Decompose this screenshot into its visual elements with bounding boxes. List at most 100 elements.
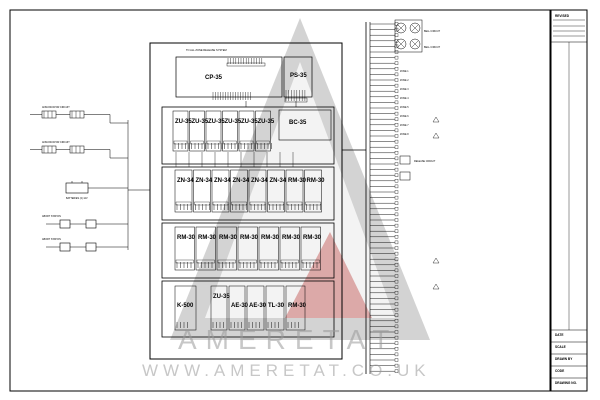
module-label: ZU-35 bbox=[213, 294, 230, 300]
drawn-by-label: DRAWN BY bbox=[555, 357, 573, 361]
bc-board bbox=[278, 109, 332, 141]
module-label: ZU-35 bbox=[225, 119, 242, 125]
zone-label: ZONE 1 bbox=[400, 70, 409, 73]
module-label: RM-30 bbox=[240, 235, 259, 241]
row2-frame bbox=[161, 166, 335, 221]
left-device-label: ANNUNCIATOR CIRCUIT bbox=[42, 141, 70, 144]
revised-label: REVISED bbox=[555, 14, 570, 18]
module-label: RM-30 bbox=[288, 178, 307, 184]
watermark-logo bbox=[170, 18, 430, 340]
module-label: ZN-34 bbox=[270, 178, 287, 184]
module-label: RM-30 bbox=[198, 235, 217, 241]
module-row1-0: ZU-35 bbox=[172, 110, 192, 152]
left-field-devices: ANNUNCIATOR CIRCUIT ANNUNCIATOR CIRCUIT BA… bbox=[30, 106, 150, 252]
ps-board bbox=[283, 56, 313, 98]
top-note: TO ALL ZONE RELEASE SYSTEM bbox=[186, 48, 227, 52]
module-row4-3: AE-30 bbox=[246, 285, 267, 331]
title-block: REVISED DATE SCALE DRAWN BY CODE DRAWING… bbox=[551, 14, 587, 385]
module-label: ZN-34 bbox=[177, 178, 194, 184]
module-label: ZU-35 bbox=[175, 119, 192, 125]
module-row3-1: RM-30 bbox=[195, 226, 217, 271]
cp-board bbox=[175, 56, 283, 98]
module-label: RM-30 bbox=[303, 235, 322, 241]
left-device-label: ABORT STATION bbox=[42, 215, 61, 218]
left-device-3: ABORT STATION bbox=[42, 215, 128, 229]
right-field-devices: BELL CIRCUIT BELL CIRCUIT ZONE 1 ZONE 2 ZONE… bbox=[342, 19, 441, 374]
left-device-1: ANNUNCIATOR CIRCUIT bbox=[30, 141, 128, 159]
module-row3-6: RM-30 bbox=[300, 226, 322, 271]
module-row3-3: RM-30 bbox=[237, 226, 259, 271]
left-device-0: ANNUNCIATOR CIRCUIT bbox=[30, 106, 128, 124]
zone-label: ZONE 2 bbox=[400, 79, 409, 82]
module-row1-5: ZU-35 bbox=[255, 110, 275, 152]
module-row3-5: RM-30 bbox=[279, 226, 301, 271]
module-row2-1: ZN-34 bbox=[193, 169, 213, 213]
module-row2-2: ZN-34 bbox=[211, 169, 231, 213]
bc-module-label: BC-35 bbox=[289, 120, 307, 126]
row4-frame bbox=[161, 280, 335, 338]
module-row2-0: ZN-34 bbox=[174, 169, 194, 213]
left-device-2: BATTERIES (2) 12V bbox=[65, 181, 128, 200]
zone-label: ZONE 3 bbox=[400, 88, 409, 91]
bell-label: BELL CIRCUIT bbox=[424, 46, 441, 49]
module-row3-0: RM-30 bbox=[174, 226, 196, 271]
module-label: ZN-34 bbox=[214, 178, 231, 184]
cp-module-label: CP-35 bbox=[205, 75, 223, 81]
module-label: ZN-34 bbox=[251, 178, 268, 184]
module-row1-1: ZU-35 bbox=[189, 110, 209, 152]
module-label: AE-30 bbox=[231, 303, 249, 309]
module-label: ZU-35 bbox=[241, 119, 258, 125]
module-row3-4: RM-30 bbox=[258, 226, 280, 271]
ps-module-label: PS-35 bbox=[290, 73, 307, 79]
module-label: RM-30 bbox=[288, 303, 307, 309]
module-row1-4: ZU-35 bbox=[238, 110, 258, 152]
title-block-border bbox=[550, 9, 588, 392]
code-label: CODE bbox=[555, 369, 564, 373]
sheet-border bbox=[9, 9, 551, 392]
zone-label: ZONE 5 bbox=[400, 106, 409, 109]
module-label: ZN-34 bbox=[233, 178, 250, 184]
module-label: RM-30 bbox=[307, 178, 326, 184]
module-label: RM-30 bbox=[177, 235, 196, 241]
left-device-label: ABORT STATION bbox=[42, 238, 61, 241]
bell-label: BELL CIRCUIT bbox=[424, 30, 441, 33]
module-row4-0: K-500 bbox=[174, 285, 197, 331]
module-label: ZU-35 bbox=[192, 119, 209, 125]
module-row2-6: RM-30 bbox=[285, 169, 307, 213]
module-label: RM-30 bbox=[261, 235, 280, 241]
drawing-no-label: DRAWING NO. bbox=[555, 381, 577, 385]
module-row2-5: ZN-34 bbox=[267, 169, 287, 213]
module-label: RM-30 bbox=[219, 235, 238, 241]
zone-label: ZONE 8 bbox=[400, 133, 409, 136]
module-label: ZU-35 bbox=[208, 119, 225, 125]
module-row1-2: ZU-35 bbox=[205, 110, 225, 152]
scale-label: SCALE bbox=[555, 345, 566, 349]
zone-label: ZONE 6 bbox=[400, 115, 409, 118]
module-row4-1: ZU-35 bbox=[210, 285, 230, 331]
module-label: ZN-34 bbox=[196, 178, 213, 184]
left-device-label: BATTERIES (2) 12V bbox=[66, 197, 88, 200]
module-label: ZU-35 bbox=[258, 119, 275, 125]
module-row4-5: RM-30 bbox=[285, 285, 307, 331]
module-row3-2: RM-30 bbox=[216, 226, 238, 271]
row3-frame bbox=[161, 222, 335, 279]
module-label: TL-30 bbox=[268, 303, 285, 309]
watermark-name: AMERETAT bbox=[178, 324, 398, 355]
left-device-label: ANNUNCIATOR CIRCUIT bbox=[42, 106, 70, 109]
zone-label: ZONE 4 bbox=[400, 97, 409, 100]
module-row2-4: ZN-34 bbox=[248, 169, 268, 213]
module-row1-3: ZU-35 bbox=[222, 110, 242, 152]
left-device-4: ABORT STATION bbox=[42, 238, 128, 252]
module-label: RM-30 bbox=[282, 235, 301, 241]
release-label: RELEASE CIRCUIT bbox=[414, 160, 436, 163]
zone-label: ZONE 7 bbox=[400, 124, 409, 127]
module-row2-7: RM-30 bbox=[304, 169, 326, 213]
date-label: DATE bbox=[555, 333, 563, 337]
panel-enclosure bbox=[149, 42, 343, 360]
module-row4-2: AE-30 bbox=[228, 285, 249, 331]
watermark-url: WWW.AMERETAT.CO.UK bbox=[142, 361, 431, 380]
module-label: K-500 bbox=[177, 303, 194, 309]
row1-frame bbox=[161, 106, 335, 165]
module-row4-4: TL-30 bbox=[265, 285, 285, 331]
